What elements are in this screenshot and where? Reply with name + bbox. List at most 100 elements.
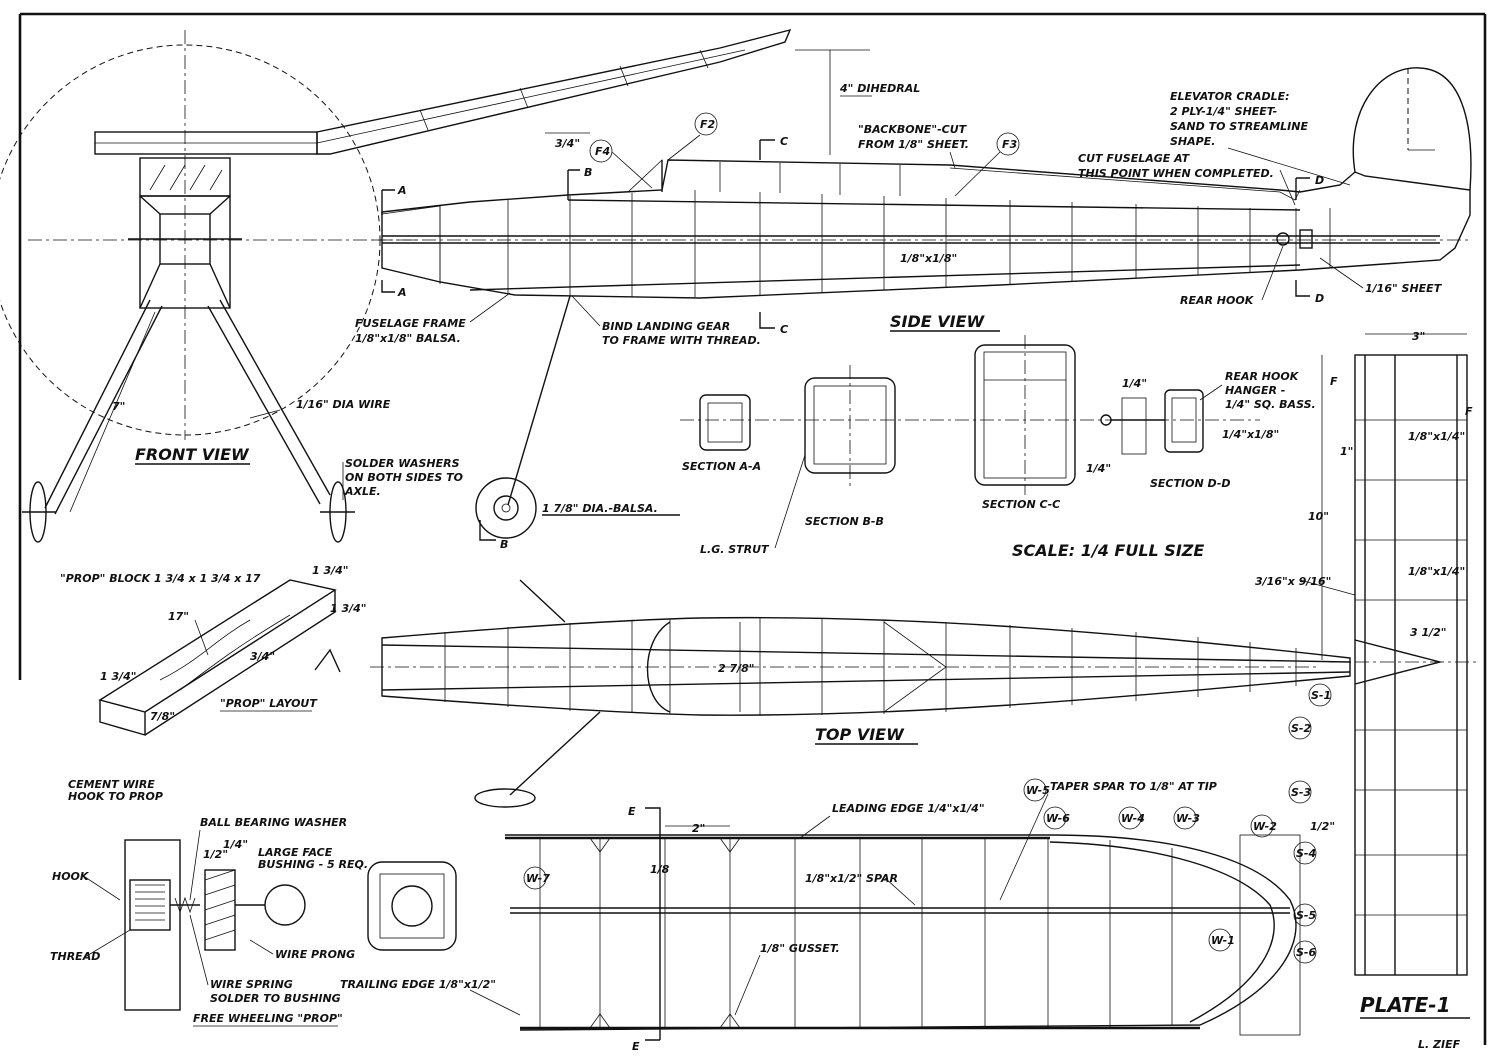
stab-1-label: 1" (1340, 445, 1353, 458)
side-view: 4" DIHEDRAL F2 F4 F3 "BACKBONE"-CUT FROM… (355, 49, 1472, 551)
wire-dia-label: 1/16" DIA WIRE (296, 398, 391, 411)
bushing-quarter-label: 1/4" (223, 838, 248, 851)
bind-gear-note-1: BIND LANDING GEAR (602, 320, 730, 333)
side-uprights (439, 190, 1331, 297)
fin-outline (1352, 67, 1472, 191)
svg-text:C: C (780, 323, 788, 336)
draftsman-signature: L. ZIEF (1418, 1038, 1461, 1051)
wing-rib-tags: W-7 W-5 W-6 W-4 W-3 W-2 W-1 (523, 778, 1277, 952)
cement-note-1: CEMENT WIRE (68, 778, 155, 791)
hanger-quarter-top: 1/4" (1122, 377, 1147, 390)
fuselage-sections: SECTION A-A SECTION B-B L.G. STRUT SECTI… (680, 335, 1316, 560)
svg-text:W-7: W-7 (526, 872, 550, 885)
hanger-dim-label: 1/4"x1/8" (1222, 428, 1279, 441)
wing-gusset-label: 1/8" GUSSET. (760, 942, 840, 955)
svg-text:A: A (397, 184, 407, 197)
fuselage-frame-note-1: FUSELAGE FRAME (355, 317, 466, 330)
stab-spar-label-2: 1/8"x1/4" (1408, 565, 1465, 578)
f2-label: F2 (700, 118, 716, 131)
hanger-quarter-bottom: 1/4" (1086, 462, 1111, 475)
front-view: 3/4" 7" FRONT VIEW 1/16" DIA WIRE SOLDER… (0, 28, 792, 543)
dihedral-label: 4" DIHEDRAL (839, 82, 920, 95)
svg-text:B: B (584, 166, 592, 179)
gear-leg-left (44, 299, 151, 509)
wing-half-label: 1/2" (1310, 820, 1335, 833)
svg-text:S-3: S-3 (1291, 786, 1311, 799)
wing-2-label: 2" (692, 822, 705, 835)
solder-note-2: ON BOTH SIDES TO (345, 471, 463, 484)
svg-text:B: B (500, 538, 508, 551)
backbone-note-1: "BACKBONE"-CUT (858, 123, 968, 136)
wing-plan: E E 2" LEADING EDGE 1/4"x1/4" TAPER SPAR… (340, 778, 1335, 1053)
svg-text:D: D (1315, 174, 1324, 187)
section-aa-label: SECTION A-A (682, 460, 761, 473)
section-markers: A A B C C D D (381, 135, 1324, 336)
wire-prong-label: WIRE PRONG (275, 948, 355, 961)
svg-text:S-1: S-1 (1311, 689, 1331, 702)
section-e-top: E (628, 805, 636, 818)
elevator-note-3: SAND TO STREAMLINE (1170, 120, 1308, 133)
prop-block-label: "PROP" BLOCK 1 3/4 x 1 3/4 x 17 (60, 572, 261, 585)
free-wheel-title: FREE WHEELING "PROP" (193, 1012, 343, 1025)
svg-text:W-2: W-2 (1253, 820, 1277, 833)
svg-text:D: D (1315, 292, 1324, 305)
cut-fuselage-note-1: CUT FUSELAGE AT (1078, 152, 1191, 165)
washer-detail (367, 861, 457, 951)
svg-text:W-4: W-4 (1121, 812, 1145, 825)
bushing-note-1: LARGE FACE (258, 846, 333, 859)
prop-17-label: 17" (168, 610, 189, 623)
cut-fuselage-note-2: THIS POINT WHEN COMPLETED. (1078, 167, 1274, 180)
bushing-stack (204, 869, 236, 951)
f3-label: F3 (1002, 138, 1018, 151)
prop-13-4-label: 1 3/4" (312, 564, 349, 577)
top-view: 2 7/8" TOP VIEW (370, 579, 1351, 808)
scale-label: SCALE: 1/4 FULL SIZE (1012, 541, 1204, 560)
side-gear-strut (507, 295, 571, 506)
svg-text:A: A (397, 286, 407, 299)
section-dd-label: SECTION D-D (1150, 477, 1231, 490)
svg-text:S-2: S-2 (1291, 722, 1311, 735)
f4-label: F4 (595, 145, 610, 158)
wing-outline (505, 834, 1297, 1031)
w-dim-label: 1/8 (650, 863, 670, 876)
free-wheel-detail: CEMENT WIRE HOOK TO PROP BALL BEARING WA… (50, 778, 457, 1027)
spring-note-2: SOLDER TO BUSHING (210, 992, 341, 1005)
hanger-note-3: 1/4" SQ. BASS. (1225, 398, 1316, 411)
stab-f-left: F (1330, 375, 1338, 388)
bushing-note-2: BUSHING - 5 REQ. (258, 858, 368, 871)
top-width-label: 2 7/8" (718, 662, 755, 675)
section-bb-label: SECTION B-B (805, 515, 884, 528)
prop-layout-title: "PROP" LAYOUT (220, 697, 318, 710)
stab-3-1-2-label: 3 1/2" (1410, 626, 1447, 639)
elevator-note-4: SHAPE. (1170, 135, 1215, 148)
lg-strut-label: L.G. STRUT (700, 543, 770, 556)
svg-text:W-1: W-1 (1211, 934, 1235, 947)
hanger-note-1: REAR HOOK (1225, 370, 1300, 383)
prop-side-label: 1 3/4" (330, 602, 367, 615)
svg-text:W-6: W-6 (1046, 812, 1070, 825)
prop-3-4-label: 3/4" (250, 650, 275, 663)
grid-background (1239, 834, 1301, 1036)
side-wheel (475, 477, 537, 539)
svg-text:W-5: W-5 (1026, 784, 1050, 797)
sheet-label: 1/16" SHEET (1365, 282, 1443, 295)
wing-le-label: LEADING EDGE 1/4"x1/4" (832, 802, 985, 815)
hook-label: HOOK (52, 870, 90, 883)
thread-winding (129, 879, 171, 931)
stab-3-16-label: 3/16"x 9/16" (1255, 575, 1331, 588)
prop-layout: "PROP" BLOCK 1 3/4 x 1 3/4 x 17 "PROP" L… (60, 564, 367, 736)
wing-spar-label: 1/8"x1/2" SPAR (805, 872, 898, 885)
side-fuselage-outline (381, 159, 1471, 299)
section-e-line (645, 807, 661, 1041)
side-view-title: SIDE VIEW (890, 312, 986, 331)
stab-spar-label-1: 1/8"x1/4" (1408, 430, 1465, 443)
wing-ribs (539, 838, 1173, 1028)
wing-dihedral-panel (316, 28, 792, 155)
prop-7-8-label: 7/8" (150, 710, 175, 723)
stab-rib-tags: S-1 S-2 S-3 S-4 S-5 S-6 (1288, 683, 1332, 964)
ball-washer-label: BALL BEARING WASHER (200, 816, 347, 829)
section-cc-label: SECTION C-C (982, 498, 1060, 511)
elevator-note-1: ELEVATOR CRADLE: (1170, 90, 1290, 103)
prop-block-top (98, 579, 337, 713)
